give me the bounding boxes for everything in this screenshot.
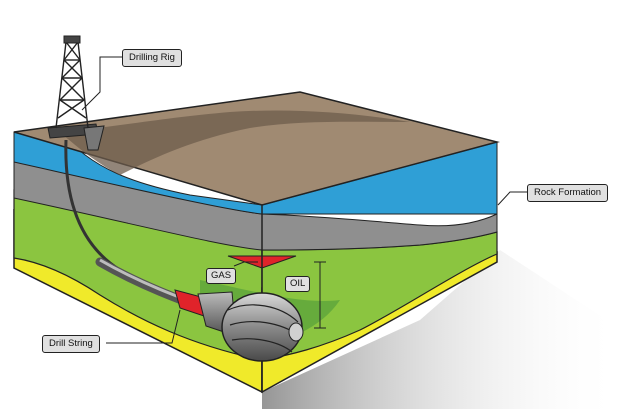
leader-drill-string <box>106 309 181 344</box>
leader-rock-formation <box>497 191 527 206</box>
label-drilling-rig: Drilling Rig <box>122 49 182 67</box>
leader-gas <box>233 261 258 267</box>
label-gas: GAS <box>206 268 237 284</box>
drilling-rig <box>47 35 105 151</box>
drill-bit <box>197 291 304 362</box>
leader-lines <box>81 56 527 344</box>
front-face <box>13 129 263 394</box>
label-drill-string: Drill String <box>42 335 100 353</box>
top-surface <box>13 91 500 206</box>
label-oil: OIL <box>285 276 311 292</box>
front-green-layer <box>13 189 263 361</box>
right-gray-layer <box>261 213 498 251</box>
drill-pipe-vertical <box>64 139 121 272</box>
leader-drilling-rig <box>81 56 122 111</box>
surface-valley <box>60 110 410 175</box>
block-shadow <box>262 250 622 409</box>
label-rock-formation: Rock Formation <box>527 184 609 202</box>
rig-slope <box>83 125 105 151</box>
rig-crown <box>63 35 81 44</box>
drill-string <box>64 139 304 362</box>
